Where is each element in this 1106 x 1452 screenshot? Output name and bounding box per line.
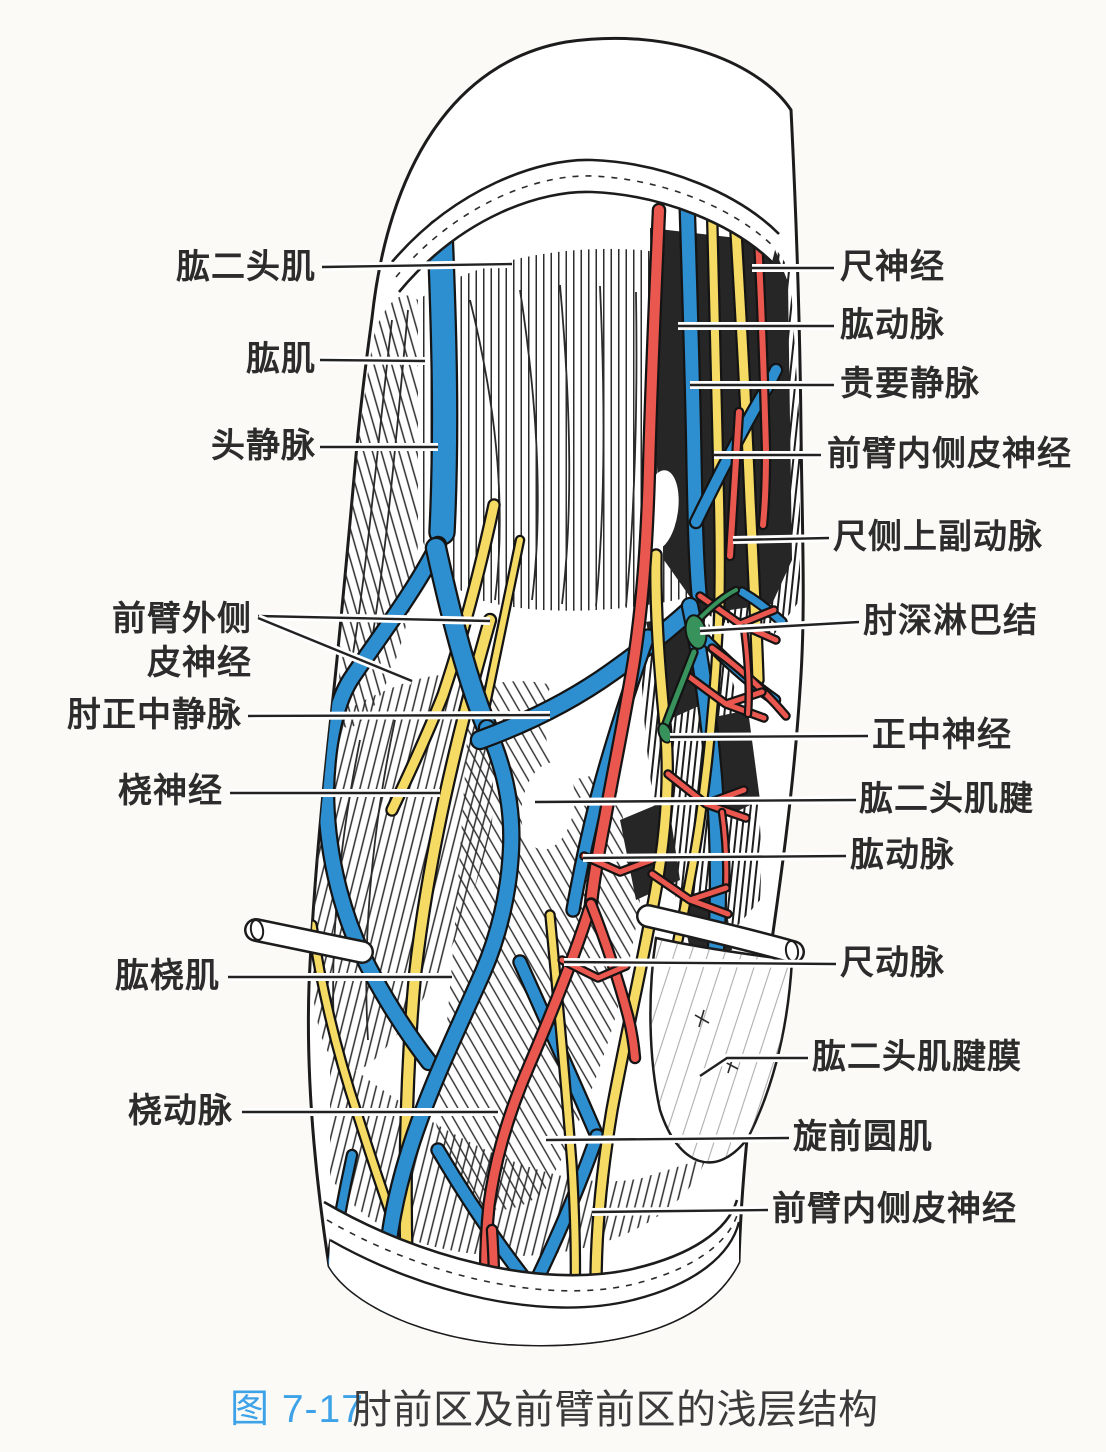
leader-lines [228, 260, 869, 1216]
label-deep-cubital-lymph-node: 肘深淋巴结 [863, 603, 1038, 640]
label-ulnar-artery: 尺动脉 [840, 945, 945, 982]
retractor-right [636, 904, 805, 964]
retractor-left [244, 918, 374, 964]
label-medial-antebrachial-cutaneous-nerve-2: 前臂内侧皮神经 [772, 1191, 1017, 1228]
label-biceps-tendon: 肱二头肌腱 [859, 781, 1034, 818]
label-brachial-artery: 肱动脉 [840, 307, 945, 344]
figure-title: 肘前区及前臂前区的浅层结构 [352, 1388, 879, 1432]
label-lateral-antebrachial-cutaneous-nerve: 前臂外侧 皮神经 [112, 601, 252, 682]
skin-band-bottom [323, 1199, 741, 1346]
aponeurosis-flap [649, 936, 794, 1164]
label-bicipital-aponeurosis: 肱二头肌腱膜 [812, 1039, 1022, 1076]
label-median-nerve: 正中神经 [872, 717, 1012, 754]
figure-number: 图 7-17 [230, 1388, 364, 1431]
label-median-cubital-vein: 肘正中静脉 [67, 697, 242, 734]
label-medial-antebrachial-cutaneous-nerve: 前臂内侧皮神经 [827, 436, 1072, 473]
label-biceps-brachii: 肱二头肌 [176, 249, 316, 286]
label-brachialis: 肱肌 [246, 341, 316, 378]
label-brachial-artery-2: 肱动脉 [850, 837, 955, 874]
figure-caption: 图 7-17 肘前区及前臂前区的浅层结构 [0, 1386, 1106, 1438]
label-cephalic-vein: 头静脉 [211, 428, 316, 465]
label-basilic-vein: 贵要静脉 [840, 366, 980, 403]
label-superior-ulnar-collateral-artery: 尺侧上副动脉 [833, 519, 1043, 556]
label-ulnar-nerve: 尺神经 [840, 249, 945, 286]
skin-band-top [391, 158, 780, 293]
label-radial-nerve: 桡神经 [118, 773, 223, 810]
label-radial-artery: 桡动脉 [128, 1093, 233, 1130]
label-pronator-teres: 旋前圆肌 [793, 1119, 933, 1156]
lymph-node [657, 722, 673, 744]
label-brachioradialis: 肱桡肌 [115, 958, 220, 995]
